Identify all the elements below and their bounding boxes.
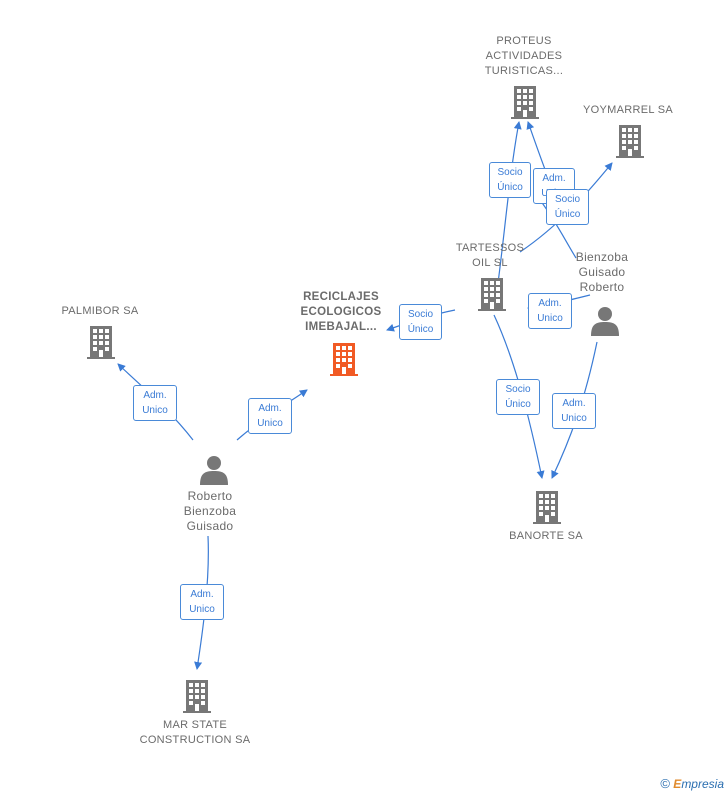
bienzoba-label-line: Bienzoba — [575, 250, 629, 264]
edge-badge-line: Adm. — [190, 589, 214, 600]
proteus-building-icon[interactable] — [511, 86, 539, 119]
reciclajes-building-icon[interactable] — [330, 343, 358, 376]
proteus-label-line: ACTIVIDADES — [485, 50, 563, 62]
palmibor-label-line: PALMIBOR SA — [61, 305, 139, 317]
brand-initial: E — [673, 777, 682, 791]
roberto-person-icon[interactable] — [200, 456, 228, 485]
tartessos-label[interactable]: TARTESSOS OIL SL — [430, 241, 550, 271]
reciclajes-label[interactable]: RECICLAJES ECOLOGICOS IMEBAJAL... — [281, 290, 401, 335]
reciclajes-label-line: RECICLAJES — [303, 291, 379, 303]
reciclajes-label-line: IMEBAJAL... — [305, 321, 377, 333]
mar-state-building-icon[interactable] — [183, 680, 211, 713]
edge-badge-line: Adm. — [258, 403, 282, 414]
edge-badge-line: Único — [497, 182, 523, 193]
edge-badge-line: Adm. — [538, 298, 562, 309]
edge-badge-adm-unico[interactable]: Adm. Unico — [180, 584, 224, 620]
mar-state-label[interactable]: MAR STATE CONSTRUCTION SA — [125, 718, 265, 748]
roberto-label[interactable]: Roberto Bienzoba Guisado — [160, 489, 260, 534]
roberto-label-line: Roberto — [187, 489, 233, 503]
bienzoba-label-line: Guisado — [578, 265, 626, 279]
roberto-label-line: Guisado — [186, 519, 234, 533]
edge-badge-line: Único — [554, 209, 581, 220]
bienzoba-person-icon[interactable] — [591, 307, 619, 336]
tartessos-label-line: TARTESSOS — [455, 242, 525, 254]
edge-badge-line: Socio — [407, 309, 433, 320]
edge-bienzoba-tartessos-line — [539, 199, 577, 259]
edge-badge-line: Unico — [257, 418, 283, 429]
edge-badge-socio-unico[interactable]: Socio Único — [546, 189, 589, 225]
proteus-label[interactable]: PROTEUS ACTIVIDADES TURISTICAS... — [464, 34, 584, 79]
edge-badge-line: Único — [505, 399, 531, 410]
banorte-label[interactable]: BANORTE SA — [486, 529, 606, 544]
tartessos-label-line: OIL SL — [472, 257, 508, 269]
edge-badge-line: Adm. — [143, 390, 167, 401]
edge-badge-adm-unico[interactable]: Adm. Unico — [133, 385, 177, 421]
edge-badge-line: Unico — [537, 313, 563, 324]
edge-badge-adm-unico[interactable]: Adm. Unico — [552, 393, 596, 429]
edge-badge-adm-unico[interactable]: Adm. Unico — [528, 293, 572, 329]
edge-badge-socio-unico[interactable]: Socio Único — [496, 379, 540, 415]
banorte-building-icon[interactable] — [533, 491, 561, 524]
edge-badge-line: Unico — [561, 413, 587, 424]
banorte-label-line: BANORTE SA — [509, 530, 583, 542]
edge-badge-line: Adm. — [562, 398, 586, 409]
edge-badge-line: Socio — [497, 167, 523, 178]
yoymarrel-building-icon[interactable] — [616, 125, 644, 158]
edge-badge-socio-unico[interactable]: Socio Único — [399, 304, 442, 340]
edge-tartessos-proteus-socio — [497, 121, 522, 284]
edge-badge-adm-unico[interactable]: Adm. Unico — [248, 398, 292, 434]
edge-badge-socio-unico[interactable]: Socio Único — [489, 162, 531, 198]
reciclajes-label-line: ECOLOGICOS — [300, 306, 382, 318]
roberto-label-line: Bienzoba — [183, 504, 237, 518]
palmibor-building-icon[interactable] — [87, 326, 115, 359]
edge-badge-line: Adm. — [542, 173, 566, 184]
palmibor-label[interactable]: PALMIBOR SA — [40, 304, 160, 319]
bienzoba-label[interactable]: Bienzoba Guisado Roberto — [552, 250, 652, 295]
mar-state-label-line: CONSTRUCTION SA — [139, 734, 251, 746]
bienzoba-label-line: Roberto — [579, 280, 625, 294]
edge-badge-line: Unico — [142, 405, 168, 416]
proteus-label-line: PROTEUS — [496, 35, 552, 47]
yoymarrel-label[interactable]: YOYMARREL SA — [568, 103, 688, 118]
proteus-label-line: TURISTICAS... — [484, 65, 564, 77]
yoymarrel-label-line: YOYMARREL SA — [583, 104, 673, 116]
empresia-copyright[interactable]: © Empresia — [660, 776, 724, 791]
copyright-icon: © — [660, 776, 670, 791]
edge-badge-line: Unico — [189, 604, 215, 615]
brand-name: mpresia — [681, 777, 724, 791]
edge-badge-line: Socio — [554, 194, 580, 205]
mar-state-label-line: MAR STATE — [162, 719, 228, 731]
edge-badge-line: Único — [407, 324, 434, 335]
edge-badge-line: Socio — [505, 384, 531, 395]
tartessos-building-icon[interactable] — [478, 278, 506, 311]
